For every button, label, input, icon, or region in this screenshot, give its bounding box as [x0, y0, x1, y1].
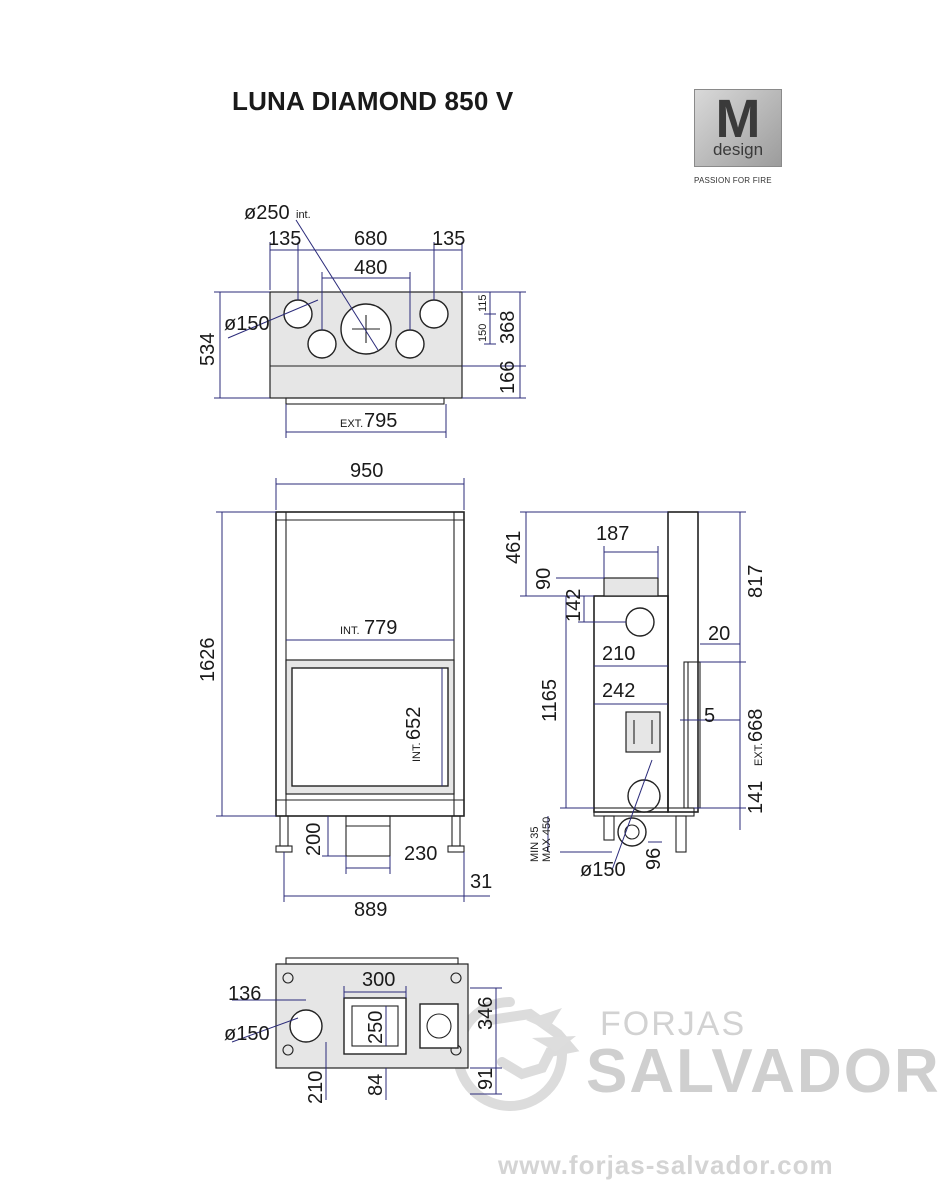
dim-side-h-offset: 142 — [563, 589, 585, 622]
top-view-labels: ø250 int. 135 680 135 480 ø150 534 368 1… — [197, 202, 519, 432]
logo-mark: M — [715, 89, 761, 149]
bottom-view-labels: 136 300 ø150 250 210 84 346 91 — [224, 969, 497, 1104]
dim-top-h-spacing: 150 — [477, 324, 489, 342]
dim-front-int-width: 779 — [364, 617, 397, 639]
dim-side-h-top: 461 — [503, 531, 525, 564]
dim-top-d-side: ø150 — [224, 313, 270, 335]
dim-front-h-base: 200 — [303, 823, 325, 856]
dim-side-w-gap: 20 — [708, 623, 730, 645]
drawing-title: LUNA DIAMOND 850 V — [232, 86, 514, 116]
dim-side-min: MIN 35 — [529, 827, 541, 862]
dim-front-width: 950 — [350, 460, 383, 482]
logo-tagline: PASSION FOR FIRE — [694, 176, 772, 185]
side-view-labels: 461 187 90 142 210 1165 242 MIN 35 MAX 4… — [503, 523, 767, 881]
dim-front-height: 1626 — [197, 638, 219, 683]
dim-top-w-left: 135 — [268, 228, 301, 250]
front-view-labels: 950 1626 INT. 779 INT. 652 200 230 31 88… — [197, 460, 492, 921]
dim-top-int-suffix: int. — [296, 209, 311, 221]
dim-side-h-bottom: 141 — [745, 781, 767, 814]
dim-top-w-inner: 480 — [354, 257, 387, 279]
dim-side-h-right-top: 817 — [745, 565, 767, 598]
dim-top-ext-prefix: EXT. — [340, 418, 363, 430]
dim-front-int-prefix-v: INT. — [411, 742, 423, 762]
dim-front-w-duct: 230 — [404, 843, 437, 865]
dim-top-w-mid: 680 — [354, 228, 387, 250]
dim-side-h-collar: 90 — [533, 568, 555, 590]
dim-bottom-h-duct: 250 — [365, 1011, 387, 1044]
dim-bottom-d-flue: ø150 — [224, 1023, 270, 1045]
dim-side-d-flue: ø150 — [580, 859, 626, 881]
dragon-emblem-icon — [453, 997, 580, 1111]
dim-side-h-main: 1165 — [539, 679, 561, 722]
dim-top-ext-width: 795 — [364, 410, 397, 432]
dim-front-int-height: 652 — [403, 707, 425, 740]
dim-bottom-h-front: 210 — [305, 1071, 327, 1104]
dim-top-w-right: 135 — [432, 228, 465, 250]
dim-bottom-h-offset: 136 — [228, 983, 261, 1005]
bottom-view — [231, 957, 502, 1100]
dim-top-h-total: 534 — [197, 333, 219, 366]
dim-front-int-prefix: INT. — [340, 625, 360, 637]
side-view — [520, 511, 746, 871]
dim-side-w-box: 242 — [602, 680, 635, 702]
dim-top-h-top: 115 — [477, 294, 489, 312]
dim-side-w-collar: 187 — [596, 523, 629, 545]
dim-side-w-90: 96 — [643, 848, 665, 870]
dim-bottom-w-duct: 300 — [362, 969, 395, 991]
dim-bottom-h-right-bottom: 91 — [475, 1068, 497, 1090]
dim-top-h-lower: 166 — [497, 361, 519, 394]
watermark-url: www.forjas-salvador.com — [498, 1150, 834, 1180]
top-view — [214, 219, 526, 438]
front-view — [216, 478, 490, 902]
dim-front-w-base: 889 — [354, 899, 387, 921]
watermark-brand-bottom: SALVADOR — [586, 1037, 941, 1106]
dim-top-h-upper: 368 — [497, 311, 519, 344]
dim-front-w-foot: 31 — [470, 871, 492, 893]
dim-bottom-h-duct-off: 84 — [365, 1074, 387, 1096]
dim-side-max: MAX 450 — [541, 817, 553, 862]
logo-word: design — [712, 140, 764, 159]
dim-side-w-flue: 210 — [602, 643, 635, 665]
dim-side-w-glass: 5 — [704, 705, 715, 727]
dim-top-d-int: ø250 — [244, 202, 290, 224]
dim-side-ext-height: 668 — [745, 709, 767, 742]
watermark-brand-top: FORJAS — [600, 1005, 747, 1043]
dim-side-ext-prefix: EXT. — [753, 743, 765, 766]
dim-bottom-h-right: 346 — [475, 997, 497, 1030]
m-design-logo: M design — [694, 89, 782, 167]
